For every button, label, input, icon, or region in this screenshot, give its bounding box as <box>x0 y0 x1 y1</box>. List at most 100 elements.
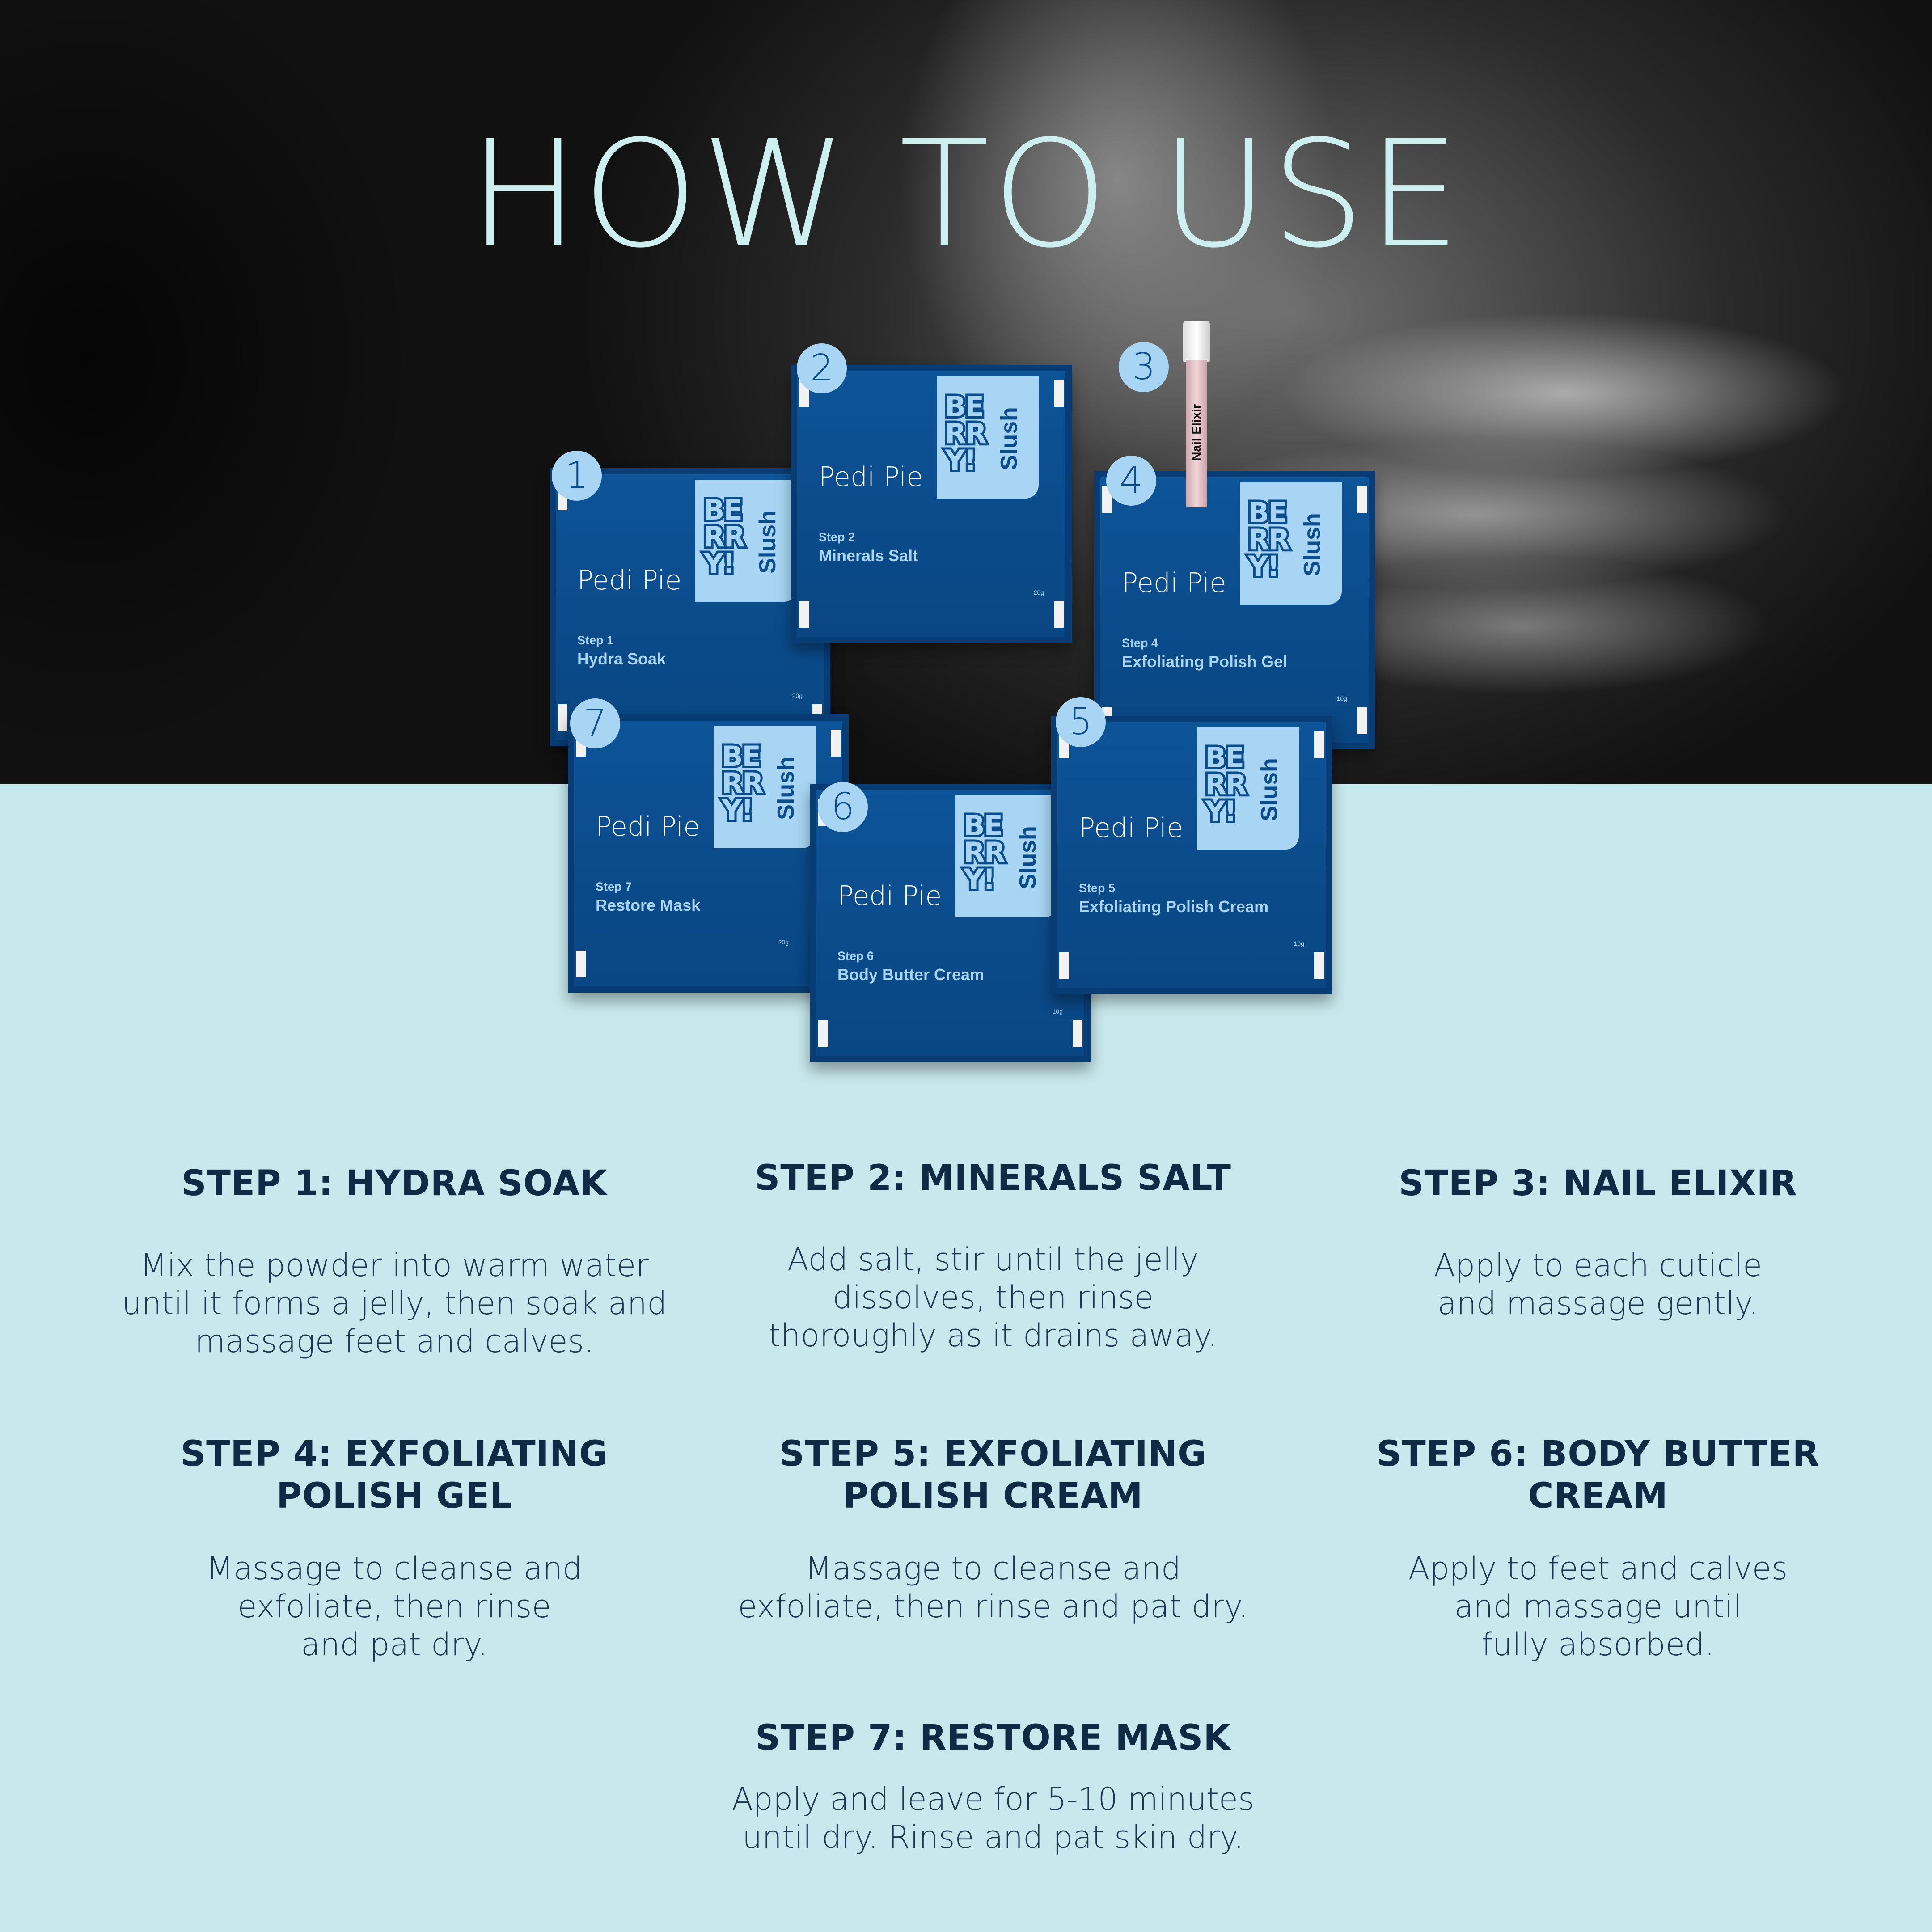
seal-tab <box>1314 952 1324 979</box>
step-heading: STEP 1: HYDRA SOAK <box>104 1163 685 1205</box>
seal-tab <box>831 730 841 757</box>
berry-logo-line: BE <box>1246 496 1289 529</box>
step-description-line: until dry. Rinse and pat skin dry. <box>742 1819 1244 1856</box>
step-heading-line: STEP 2: MINERALS SALT <box>755 1158 1231 1198</box>
packet-step-number: Step 7 <box>596 880 632 894</box>
packet-product-name: Exfoliating Polish Cream <box>1079 897 1269 916</box>
step-description-line: dissolves, then rinse <box>832 1279 1154 1316</box>
photo-shadow <box>0 0 626 784</box>
step-description-line: massage feet and calves. <box>194 1323 594 1360</box>
vial-cap <box>1183 321 1210 362</box>
berry-logo-line: RR <box>701 520 748 554</box>
berry-logo-line: Y! <box>1203 795 1239 828</box>
step-description-line: Mix the powder into warm water <box>140 1247 649 1284</box>
step-description-line: and pat dry. <box>301 1626 488 1663</box>
seal-tab <box>1357 707 1367 734</box>
brand-name: Pedi Pie <box>1122 567 1226 599</box>
packet-product-name: Exfoliating Polish Gel <box>1122 652 1288 671</box>
packet-weight: 20g <box>792 692 803 700</box>
berry-logo-line: BE <box>719 740 763 773</box>
brand-name: Pedi Pie <box>1079 812 1184 844</box>
step-heading-line: STEP 5: EXFOLIATING <box>779 1434 1207 1474</box>
step-heading-line: STEP 6: BODY BUTTER <box>1376 1434 1820 1474</box>
seal-tab <box>1059 952 1069 979</box>
step-heading: STEP 7: RESTORE MASK <box>702 1717 1284 1759</box>
berry-logo-line: RR <box>1246 523 1292 556</box>
berry-logo-line: RR <box>719 767 766 800</box>
slush-text: Slush <box>996 407 1022 470</box>
packet-weight: 20g <box>778 939 789 946</box>
step-description-line: Add salt, stir until the jelly <box>787 1241 1199 1278</box>
berry-logo-line: Y! <box>719 794 756 827</box>
slush-text: Slush <box>1256 758 1282 821</box>
berry-logo-line: RR <box>943 417 989 450</box>
step-heading-line: STEP 1: HYDRA SOAK <box>181 1163 608 1204</box>
step-description-line: Apply to each cuticle <box>1433 1247 1763 1284</box>
step-description-line: exfoliate, then rinse and pat dry. <box>738 1588 1248 1625</box>
page-title: HOW TO USE <box>469 109 1463 280</box>
packet-product-name: Restore Mask <box>596 896 701 915</box>
packet-weight: 20g <box>1033 589 1044 596</box>
berry-logo-line: BE <box>1203 741 1247 774</box>
step-description-line: Apply and leave for 5-10 minutes <box>731 1781 1255 1818</box>
step-description-line: until it forms a jelly, then soak and <box>122 1285 667 1322</box>
step-description-line: Massage to cleanse and <box>805 1550 1181 1587</box>
packet-product-name: Hydra Soak <box>577 650 666 668</box>
step-description-line: Massage to cleanse and <box>206 1550 583 1587</box>
seal-tab <box>799 601 809 628</box>
step-description-line: exfoliate, then rinse <box>237 1588 551 1625</box>
packet-product-name: Minerals Salt <box>819 546 918 565</box>
seal-tab <box>1314 731 1324 758</box>
slush-text: Slush <box>1015 826 1041 889</box>
step-description-line: Apply to feet and calves <box>1408 1550 1788 1587</box>
packet-step-number: Step 6 <box>837 949 874 963</box>
step-block: STEP 7: RESTORE MASK Apply and leave for … <box>702 1717 1284 1856</box>
step-description-line: and massage until <box>1454 1588 1742 1625</box>
berry-logo-line: BE <box>701 494 745 527</box>
packet-step-number: Step 1 <box>577 634 614 647</box>
brand-name: Pedi Pie <box>837 880 942 912</box>
packet-step-number: Step 2 <box>819 530 855 544</box>
seal-tab <box>1054 601 1064 628</box>
packet-product-name: Body Butter Cream <box>837 965 985 984</box>
slush-text: Slush <box>1299 513 1325 576</box>
seal-tab <box>1054 380 1064 407</box>
step-heading-line: STEP 3: NAIL ELIXIR <box>1399 1163 1797 1204</box>
berry-logo-line: BE <box>943 390 986 423</box>
berry-logo-line: RR <box>961 836 1008 869</box>
step-badge: 5 <box>1056 697 1106 747</box>
step-description-line: fully absorbed. <box>1481 1626 1715 1663</box>
step-block: STEP 2: MINERALS SALT Add salt, stir unti… <box>702 1157 1284 1354</box>
step-block: STEP 1: HYDRA SOAK Mix the powder into wa… <box>104 1163 685 1360</box>
step-badge: 2 <box>797 343 847 393</box>
packet-weight: 10g <box>1336 695 1347 702</box>
step-heading: STEP 2: MINERALS SALT <box>702 1157 1284 1199</box>
step-badge: 7 <box>570 698 620 748</box>
step-heading-line: CREAM <box>1528 1476 1668 1516</box>
berry-logo-line: BE <box>961 809 1005 842</box>
berry-logo-line: Y! <box>701 547 737 580</box>
step-description-line: thoroughly as it drains away. <box>768 1317 1218 1354</box>
vial-label: Nail Elixir <box>1189 404 1203 461</box>
step-badge: 3 <box>1119 342 1169 392</box>
